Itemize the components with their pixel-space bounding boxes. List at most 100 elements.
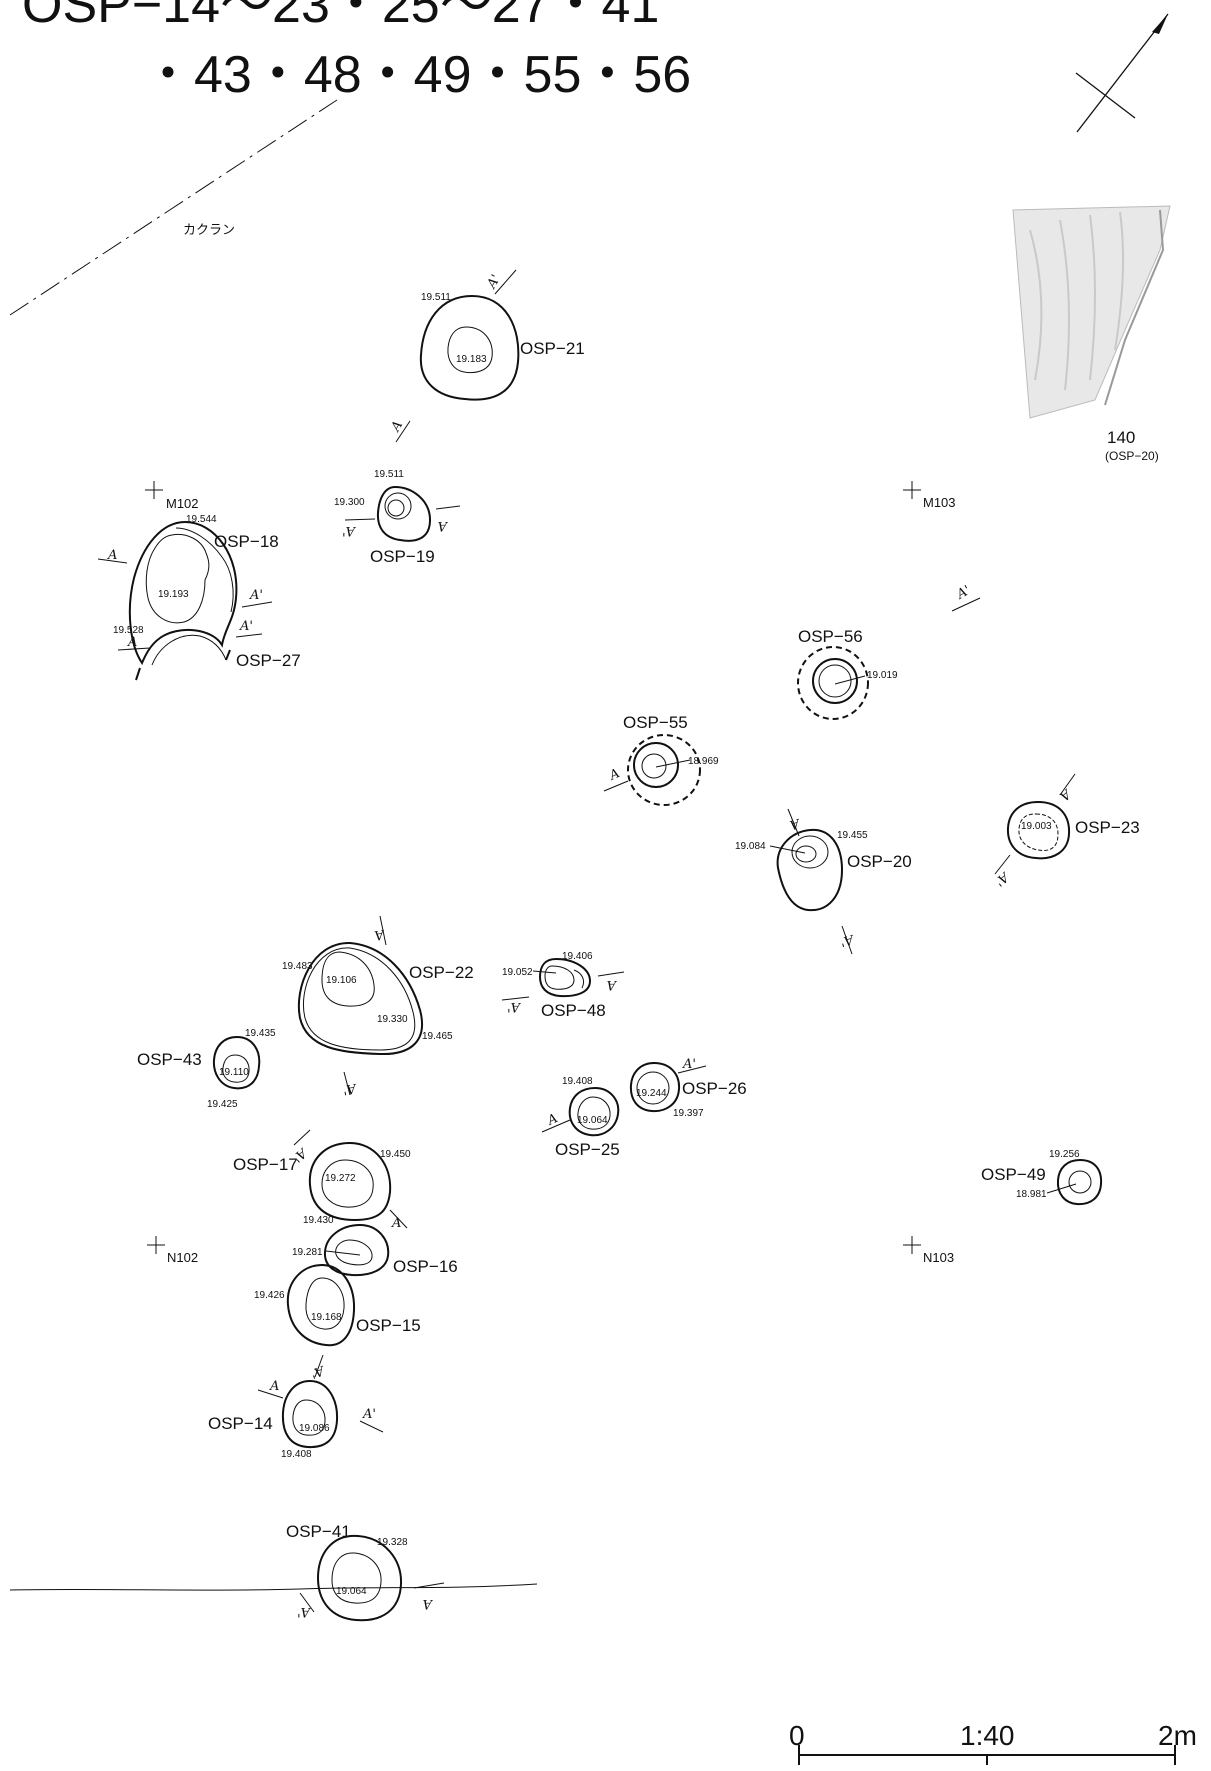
elev-osp-14-edge: 19.408 (281, 1449, 312, 1460)
elev-osp-18-top: 19.544 (186, 514, 217, 525)
section-mark-osp19-aprime: A' (342, 523, 356, 538)
section-mark-osp18-a: A (107, 548, 117, 563)
pit-osp-49: OSP−49 19.256 18.981 (981, 1149, 1103, 1206)
elev-osp-18-bottom: 19.193 (158, 589, 189, 600)
section-mark-osp27-a: A (127, 635, 137, 650)
artifact-number: 140 (1107, 428, 1135, 447)
elev-osp-41-bottom: 19.064 (336, 1586, 367, 1597)
section-mark-osp18-aprime: A' (249, 588, 263, 603)
elev-osp-43-bottom: 19.110 (219, 1067, 249, 1078)
elev-osp-48-bottom: 19.052 (502, 967, 533, 978)
grid-point-n103: N103 (903, 1236, 954, 1265)
elev-osp-17-top: 19.450 (380, 1149, 411, 1160)
elev-osp-26-edge: 19.397 (673, 1108, 704, 1119)
pit-osp-41: OSP−41 19.328 19.064 A' A (9, 1522, 538, 1622)
section-mark-osp17-a: A (391, 1216, 401, 1231)
section-mark-osp21-a: A (388, 418, 406, 434)
label-osp-41: OSP−41 (286, 1522, 351, 1541)
plan-title-line2: ・43・48・49・55・56 (142, 46, 691, 104)
section-mark-osp55-a: A (606, 766, 622, 784)
section-mark-osp23-a: A (1056, 785, 1074, 803)
elev-osp-26-bottom: 19.244 (636, 1088, 667, 1099)
elev-osp-23-bottom: 19.003 (1021, 821, 1052, 832)
pit-osp-25: OSP−25 19.408 19.064 A (541, 1076, 620, 1159)
elev-osp-22-edge: 19.465 (422, 1031, 453, 1042)
scale-label-end: 2m (1158, 1720, 1197, 1751)
label-osp-21: OSP−21 (520, 339, 585, 358)
section-mark-osp22-aprime: A' (342, 1080, 358, 1097)
pit-osp-43: OSP−43 19.435 19.110 19.425 (137, 1028, 276, 1110)
elev-osp-15-bottom: 19.168 (311, 1312, 342, 1323)
elev-osp-17-edge: 19.430 (303, 1215, 334, 1226)
elev-osp-48-top: 19.406 (562, 951, 593, 962)
scale-label-zero: 0 (789, 1720, 805, 1751)
pit-osp-18: OSP−18 19.544 19.193 19.528 A A' (97, 514, 279, 666)
label-osp-56: OSP−56 (798, 627, 863, 646)
elev-osp-19-bottom: 19.300 (334, 497, 365, 508)
elev-osp-41-top: 19.328 (377, 1537, 408, 1548)
section-mark-osp56-aprime: A' (954, 583, 974, 603)
pit-osp-55: OSP−55 18.969 A (603, 713, 719, 806)
label-osp-22: OSP−22 (409, 963, 474, 982)
elev-osp-21-bottom: 19.183 (456, 354, 487, 365)
pit-osp-14: OSP−14 19.086 19.408 A A' (208, 1379, 384, 1460)
label-osp-23: OSP−23 (1075, 818, 1140, 837)
plan-title-line1: OSP−14〜23・25〜27・41 (22, 0, 659, 34)
label-osp-19: OSP−19 (370, 547, 435, 566)
elev-osp-20-bottom: 19.084 (735, 841, 766, 852)
label-osp-25: OSP−25 (555, 1140, 620, 1159)
elev-osp-25-bottom: 19.064 (577, 1115, 608, 1126)
section-mark-osp14-aprime: A' (362, 1407, 376, 1422)
label-osp-17: OSP−17 (233, 1155, 298, 1174)
elev-osp-49-top: 19.256 (1049, 1149, 1080, 1160)
elev-osp-55-bottom: 18.969 (688, 756, 719, 767)
scale-label-ratio: 1:40 (960, 1720, 1015, 1751)
label-osp-27: OSP−27 (236, 651, 301, 670)
pit-osp-21: OSP−21 19.511 19.183 A' A (388, 269, 585, 443)
grid-label-m103: M103 (923, 495, 956, 510)
section-mark-osp19-a: A (438, 518, 448, 533)
section-mark-osp15-aprime: A' (308, 1362, 326, 1381)
section-mark-osp41-a: A (423, 1596, 433, 1611)
elev-osp-22-bottom: 19.106 (326, 975, 357, 986)
elev-osp-22-inner: 19.330 (377, 1014, 408, 1025)
artifact-140-drawing (1012, 205, 1171, 419)
label-osp-20: OSP−20 (847, 852, 912, 871)
elev-osp-15-top: 19.426 (254, 1290, 285, 1301)
label-osp-16: OSP−16 (393, 1257, 458, 1276)
pit-osp-16: OSP−16 19.281 (292, 1223, 458, 1277)
label-osp-49: OSP−49 (981, 1165, 1046, 1184)
grid-label-n103: N103 (923, 1250, 954, 1265)
elev-osp-16-bottom: 19.281 (292, 1247, 323, 1258)
section-mark-osp20-aprime: A' (838, 931, 855, 949)
scale-bar: 0 1:40 2m (789, 1720, 1197, 1765)
label-osp-14: OSP−14 (208, 1414, 273, 1433)
section-mark-osp26-aprime: A' (682, 1057, 696, 1072)
section-mark-osp20-a: A (788, 815, 802, 832)
section-mark-osp23-aprime: A' (991, 868, 1011, 888)
label-osp-26: OSP−26 (682, 1079, 747, 1098)
elev-osp-19-top: 19.511 (374, 469, 404, 480)
pit-osp-20: OSP−20 19.455 19.084 A A' (735, 808, 912, 955)
grid-point-n102: N102 (147, 1236, 198, 1265)
disturbance-label: カクラン (183, 222, 235, 237)
pit-osp-17: OSP−17 19.450 19.272 19.430 A' A (233, 1129, 411, 1231)
pit-osp-56: OSP−56 19.019 A' (797, 583, 981, 720)
grid-point-m103: M103 (903, 481, 956, 510)
label-osp-43: OSP−43 (137, 1050, 202, 1069)
pit-osp-48: OSP−48 19.406 19.052 A' A (501, 951, 625, 1020)
elev-osp-49-bottom: 18.981 (1016, 1189, 1047, 1200)
pit-osp-27: OSP−27 A A' (117, 619, 301, 681)
section-mark-osp21-aprime: A' (484, 272, 504, 292)
pit-osp-22: OSP−22 19.483 19.106 19.330 19.465 A A' (282, 915, 474, 1097)
section-mark-osp48-a: A (607, 977, 617, 992)
section-mark-osp22-a: A (373, 926, 386, 943)
section-mark-osp41-aprime: A' (297, 1604, 311, 1619)
section-mark-osp14-a: A (269, 1379, 279, 1394)
pit-osp-26: OSP−26 19.244 19.397 A' (629, 1057, 747, 1119)
elev-osp-20-top: 19.455 (837, 830, 868, 841)
grid-label-n102: N102 (167, 1250, 198, 1265)
label-osp-55: OSP−55 (623, 713, 688, 732)
elev-osp-21-top: 19.511 (421, 292, 451, 303)
elev-osp-22-top: 19.483 (282, 961, 313, 972)
